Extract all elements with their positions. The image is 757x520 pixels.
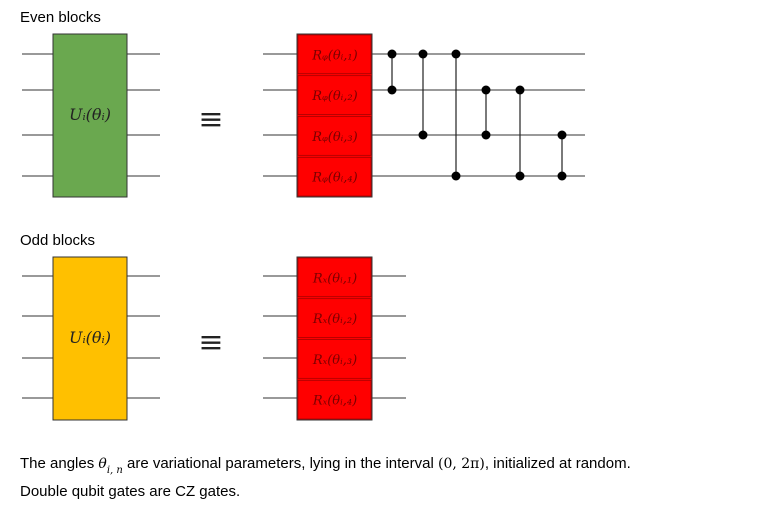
- equivalence-symbol: ≡: [198, 325, 223, 360]
- equivalence-symbol: ≡: [198, 102, 223, 137]
- theta-letter: θ: [98, 456, 107, 472]
- rotation-gate-label-4: Rᵩ(θᵢ,₄): [311, 171, 357, 186]
- rotation-gate-label-4: Rₓ(θᵢ,₄): [312, 394, 357, 409]
- unitary-label: Uᵢ(θᵢ): [69, 105, 111, 124]
- interval-expression: (0, 2π): [437, 456, 485, 472]
- odd-blocks-heading: Odd blocks: [20, 232, 96, 249]
- theta-symbol: θi, n: [98, 456, 122, 476]
- rotation-gate-2: [297, 298, 372, 338]
- rotation-gate-label-2: Rᵩ(θᵢ,₂): [311, 89, 357, 104]
- rotation-gate-label-3: Rₓ(θᵢ,₃): [312, 353, 357, 368]
- cz-target-dot: [418, 130, 428, 140]
- unitary-block: [52, 33, 128, 198]
- rotation-gate-4: [297, 156, 372, 197]
- circuit-diagram: Uᵢ(θᵢ)≡Rᵩ(θᵢ,₁)Rᵩ(θᵢ,₂)Rᵩ(θᵢ,₃)Rᵩ(θᵢ,₄) …: [22, 33, 585, 421]
- cz-control-dot: [481, 85, 491, 95]
- rotation-gate-label-1: Rₓ(θᵢ,₁): [312, 271, 357, 286]
- rotation-gate-1: [297, 257, 372, 298]
- footnote-text-c: , initialized at random.: [484, 455, 631, 472]
- unitary-block: [52, 256, 128, 421]
- even-block-diagram: Uᵢ(θᵢ) ≡ Rᵩ(θᵢ,₁) Rᵩ(θᵢ,₂) Rᵩ(θᵢ,₃) Rᵩ(θᵢ,₄): [22, 33, 585, 198]
- cz-control-dot: [387, 49, 397, 59]
- footnote-line-1: The angles θi, n are variational paramet…: [20, 455, 631, 476]
- cz-target-dot: [387, 85, 397, 95]
- unitary-label: Uᵢ(θᵢ): [69, 328, 111, 347]
- footnote-text-a: The angles: [20, 455, 99, 472]
- rotation-gate-2: [297, 75, 372, 115]
- cz-target-dot: [515, 171, 525, 181]
- footnote-text-b: are variational parameters, lying in the…: [122, 455, 438, 472]
- theta-subscript: i, n: [106, 465, 123, 476]
- footnote-line-2: Double qubit gates are CZ gates.: [20, 483, 241, 500]
- cz-control-dot: [557, 130, 567, 140]
- rotation-gate-3: [297, 116, 372, 156]
- rotation-gate-1: [297, 34, 372, 75]
- cz-control-dot: [451, 49, 461, 59]
- rotation-gate-label-2: Rₓ(θᵢ,₂): [312, 312, 357, 327]
- cz-target-dot: [557, 171, 567, 181]
- cz-target-dot: [481, 130, 491, 140]
- cz-control-dot: [418, 49, 428, 59]
- rotation-gate-label-1: Rᵩ(θᵢ,₁): [311, 48, 357, 63]
- cz-control-dot: [515, 85, 525, 95]
- odd-block-diagram: Uᵢ(θᵢ) ≡ Rₓ(θᵢ,₁) Rₓ(θᵢ,₂) Rₓ(θᵢ,₃) Rₓ(θᵢ,₄): [22, 256, 406, 421]
- even-blocks-heading: Even blocks: [20, 9, 101, 26]
- cz-target-dot: [451, 171, 461, 181]
- rotation-gate-3: [297, 339, 372, 379]
- rotation-gate-label-3: Rᵩ(θᵢ,₃): [311, 130, 357, 145]
- rotation-gate-4: [297, 379, 372, 420]
